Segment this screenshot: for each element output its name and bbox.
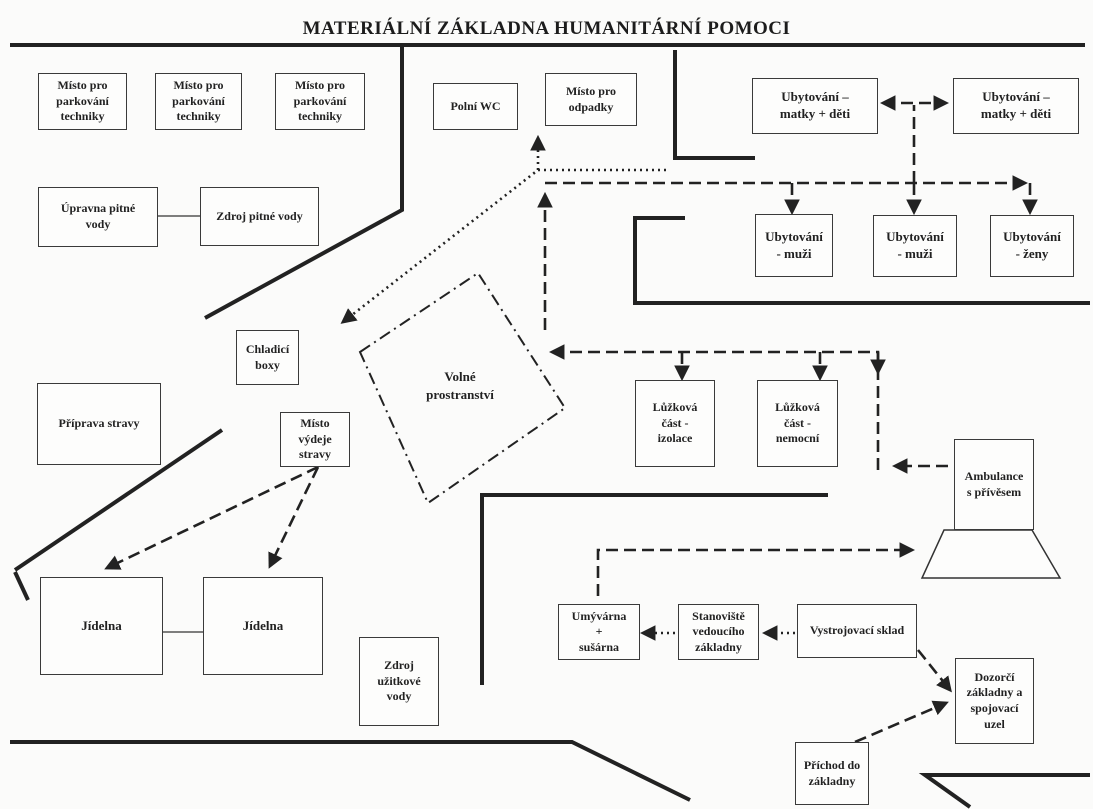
- box-beds-isolation: Lůžková část - izolace: [635, 380, 715, 467]
- box-service-water: Zdroj užitkové vody: [359, 637, 439, 726]
- diagram-title: MATERIÁLNÍ ZÁKLADNA HUMANITÁRNÍ POMOCI: [302, 18, 791, 39]
- box-water-treatment: Úpravna pitné vody: [38, 187, 158, 247]
- box-housing-mothers-2: Ubytování – matky + děti: [953, 78, 1079, 134]
- box-canteen-1: Jídelna: [40, 577, 163, 675]
- box-command-post: Stanoviště vedoucího základny: [678, 604, 759, 660]
- bottom-wall: [10, 740, 691, 802]
- left-diagonal-wall: [13, 428, 224, 572]
- right-housing-wall: [633, 216, 1090, 305]
- box-field-wc: Polní WC: [433, 83, 518, 130]
- box-water-source: Zdroj pitné vody: [200, 187, 319, 246]
- box-parking-2: Místo pro parkování techniky: [155, 73, 242, 130]
- left-wall-stub: [13, 571, 30, 601]
- box-housing-men-2: Ubytování - muži: [873, 215, 957, 277]
- box-washroom: Umývárna + sušárna: [558, 604, 640, 660]
- box-housing-women: Ubytování - ženy: [990, 215, 1074, 277]
- box-cooling-boxes: Chladicí boxy: [236, 330, 299, 385]
- upper-left-wall: [204, 46, 404, 320]
- center-wall: [480, 493, 828, 685]
- connector-lines: [158, 215, 203, 633]
- box-housing-men-1: Ubytování - muži: [755, 214, 833, 277]
- upper-center-wall: [673, 50, 755, 160]
- walls: [10, 43, 1090, 809]
- bottom-right-wall: [918, 773, 1090, 809]
- box-entrance: Příchod do základny: [795, 742, 869, 805]
- dotted-arrows: [340, 134, 795, 641]
- box-parking-1: Místo pro parkování techniky: [38, 73, 127, 130]
- box-ambulance: Ambulance s přívěsem: [954, 439, 1034, 530]
- box-canteen-2: Jídelna: [203, 577, 323, 675]
- box-food-distribution: Místo výdeje stravy: [280, 412, 350, 467]
- dashed-arrows: [104, 95, 1038, 744]
- label-open-space: Volné prostranství: [426, 369, 494, 402]
- box-guards: Dozorčí základny a spojovací uzel: [955, 658, 1034, 744]
- box-waste: Místo pro odpadky: [545, 73, 637, 126]
- box-equipment-store: Vystrojovací sklad: [797, 604, 917, 658]
- box-housing-mothers-1: Ubytování – matky + děti: [752, 78, 878, 134]
- box-food-prep: Příprava stravy: [37, 383, 161, 465]
- box-beds-sick: Lůžková část - nemocní: [757, 380, 838, 467]
- ambulance-trailer: [920, 529, 1062, 579]
- box-parking-3: Místo pro parkování techniky: [275, 73, 365, 130]
